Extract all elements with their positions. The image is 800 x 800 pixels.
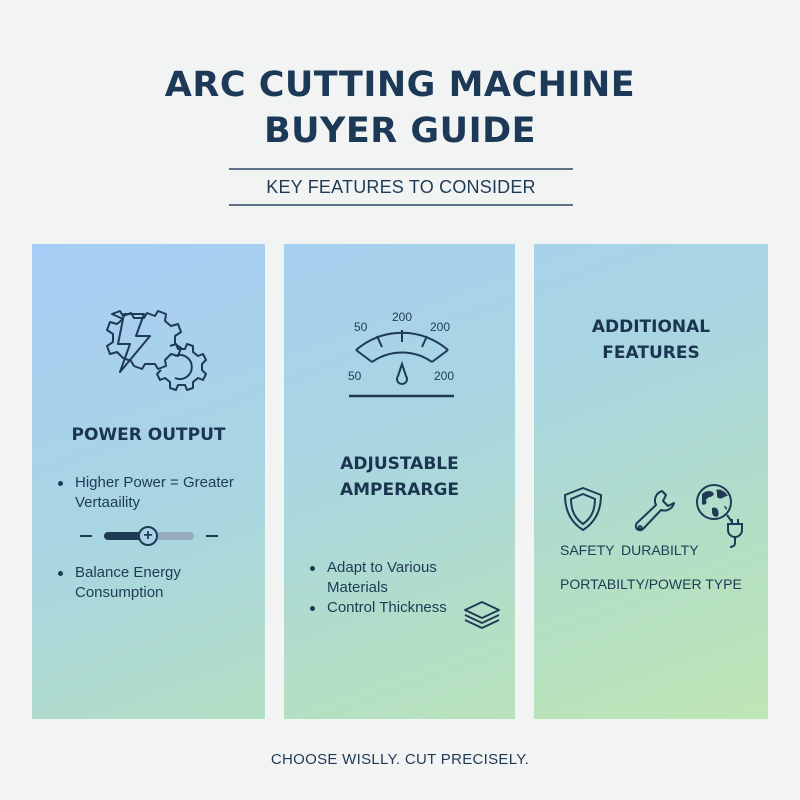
slider-minus-left <box>80 535 92 537</box>
feature-label-portability: PORTABILTY/POWER TYPE <box>560 576 742 592</box>
heading-line-1: ADDITIONAL <box>591 317 711 337</box>
gauge-label-top: 200 <box>392 310 413 324</box>
list-item: Balance Energy Consumption <box>56 563 256 603</box>
shield-icon <box>564 487 602 531</box>
layers-icon <box>464 601 500 629</box>
slider-knob-plus-icon[interactable]: + <box>138 526 158 546</box>
globe-plug-icon <box>696 484 743 548</box>
power-slider[interactable]: + <box>80 526 220 546</box>
slider-track-fill <box>104 532 150 540</box>
power-output-panel: POWER OUTPUT Higher Power = Greater Vert… <box>32 244 265 719</box>
heading-line-2: FEATURES <box>602 343 700 363</box>
page-title: ARC CUTTING MACHINE BUYER GUIDE <box>0 62 800 154</box>
heading-line-2: AMPERARGE <box>339 480 460 500</box>
footer-tagline: CHOOSE WISLLY. CUT PRECISELY. <box>270 751 530 768</box>
additional-features-panel: ADDITIONAL FEATURES SAFETY DURABILTY POR… <box>534 244 768 719</box>
title-line-2: BUYER GUIDE <box>263 111 537 151</box>
power-output-bullets-1: Higher Power = Greater Vertaaility <box>56 473 256 513</box>
adjustable-amperage-panel: 200 50 200 50 200 ADJUSTABLE AMPERARGE A… <box>284 244 515 719</box>
subtitle: KEY FEATURES TO CONSIDER <box>266 177 536 197</box>
adjustable-amperage-heading: ADJUSTABLE AMPERARGE <box>284 451 515 503</box>
feature-label-durability: DURABILTY <box>621 542 699 558</box>
power-output-bullets-2: Balance Energy Consumption <box>56 563 256 603</box>
gauge-label-upper-left: 50 <box>354 320 368 334</box>
subtitle-rule-box: KEY FEATURES TO CONSIDER <box>229 168 573 206</box>
heading-line-1: ADJUSTABLE <box>340 454 459 474</box>
feature-label-safety: SAFETY <box>560 542 615 558</box>
gauge-label-upper-right: 200 <box>430 320 451 334</box>
title-line-1: ARC CUTTING MACHINE <box>164 65 636 105</box>
amperage-gauge-icon <box>349 330 454 398</box>
wrench-icon <box>634 490 675 532</box>
additional-features-heading: ADDITIONAL FEATURES <box>534 314 768 366</box>
power-output-heading: POWER OUTPUT <box>71 425 226 445</box>
list-item: Adapt to Various Materials <box>308 558 483 598</box>
gear-lightning-icon <box>106 310 207 391</box>
list-item: Control Thickness <box>308 598 483 618</box>
slider-track <box>146 532 194 540</box>
amperage-bullets: Adapt to Various Materials Control Thick… <box>308 558 483 618</box>
gauge-label-lower-left: 50 <box>348 369 362 383</box>
gauge-label-lower-right: 200 <box>434 369 455 383</box>
list-item: Higher Power = Greater Vertaaility <box>56 473 256 513</box>
slider-minus-right <box>206 535 218 537</box>
